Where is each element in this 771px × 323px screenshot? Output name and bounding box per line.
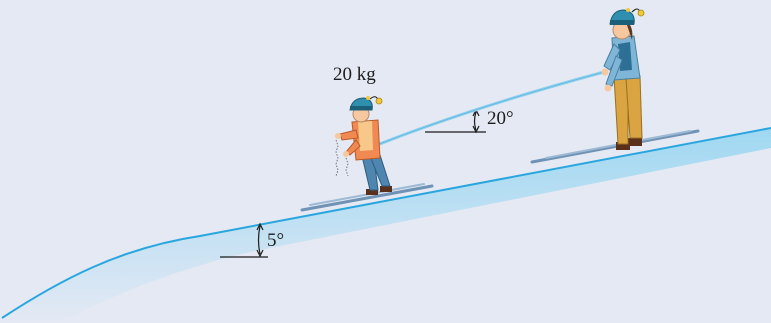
rope-angle-arrow <box>473 111 477 131</box>
rope-angle-arrowhead-bottom <box>472 125 480 134</box>
snow-slope <box>0 128 771 323</box>
rope-angle-label: 20° <box>487 108 514 129</box>
slope-angle-arrowhead-top <box>256 222 264 231</box>
slope-edge-line <box>1 127 771 319</box>
slope-angle-arrowhead-bottom <box>256 249 264 258</box>
tow-rope-outline <box>371 71 605 148</box>
adult-skier-icon <box>530 8 700 164</box>
slope-angle-arrow <box>257 225 261 255</box>
mass-label: 20 kg <box>333 64 376 85</box>
child-skier-icon <box>300 96 434 212</box>
slope-angle-label: 5° <box>267 230 285 251</box>
